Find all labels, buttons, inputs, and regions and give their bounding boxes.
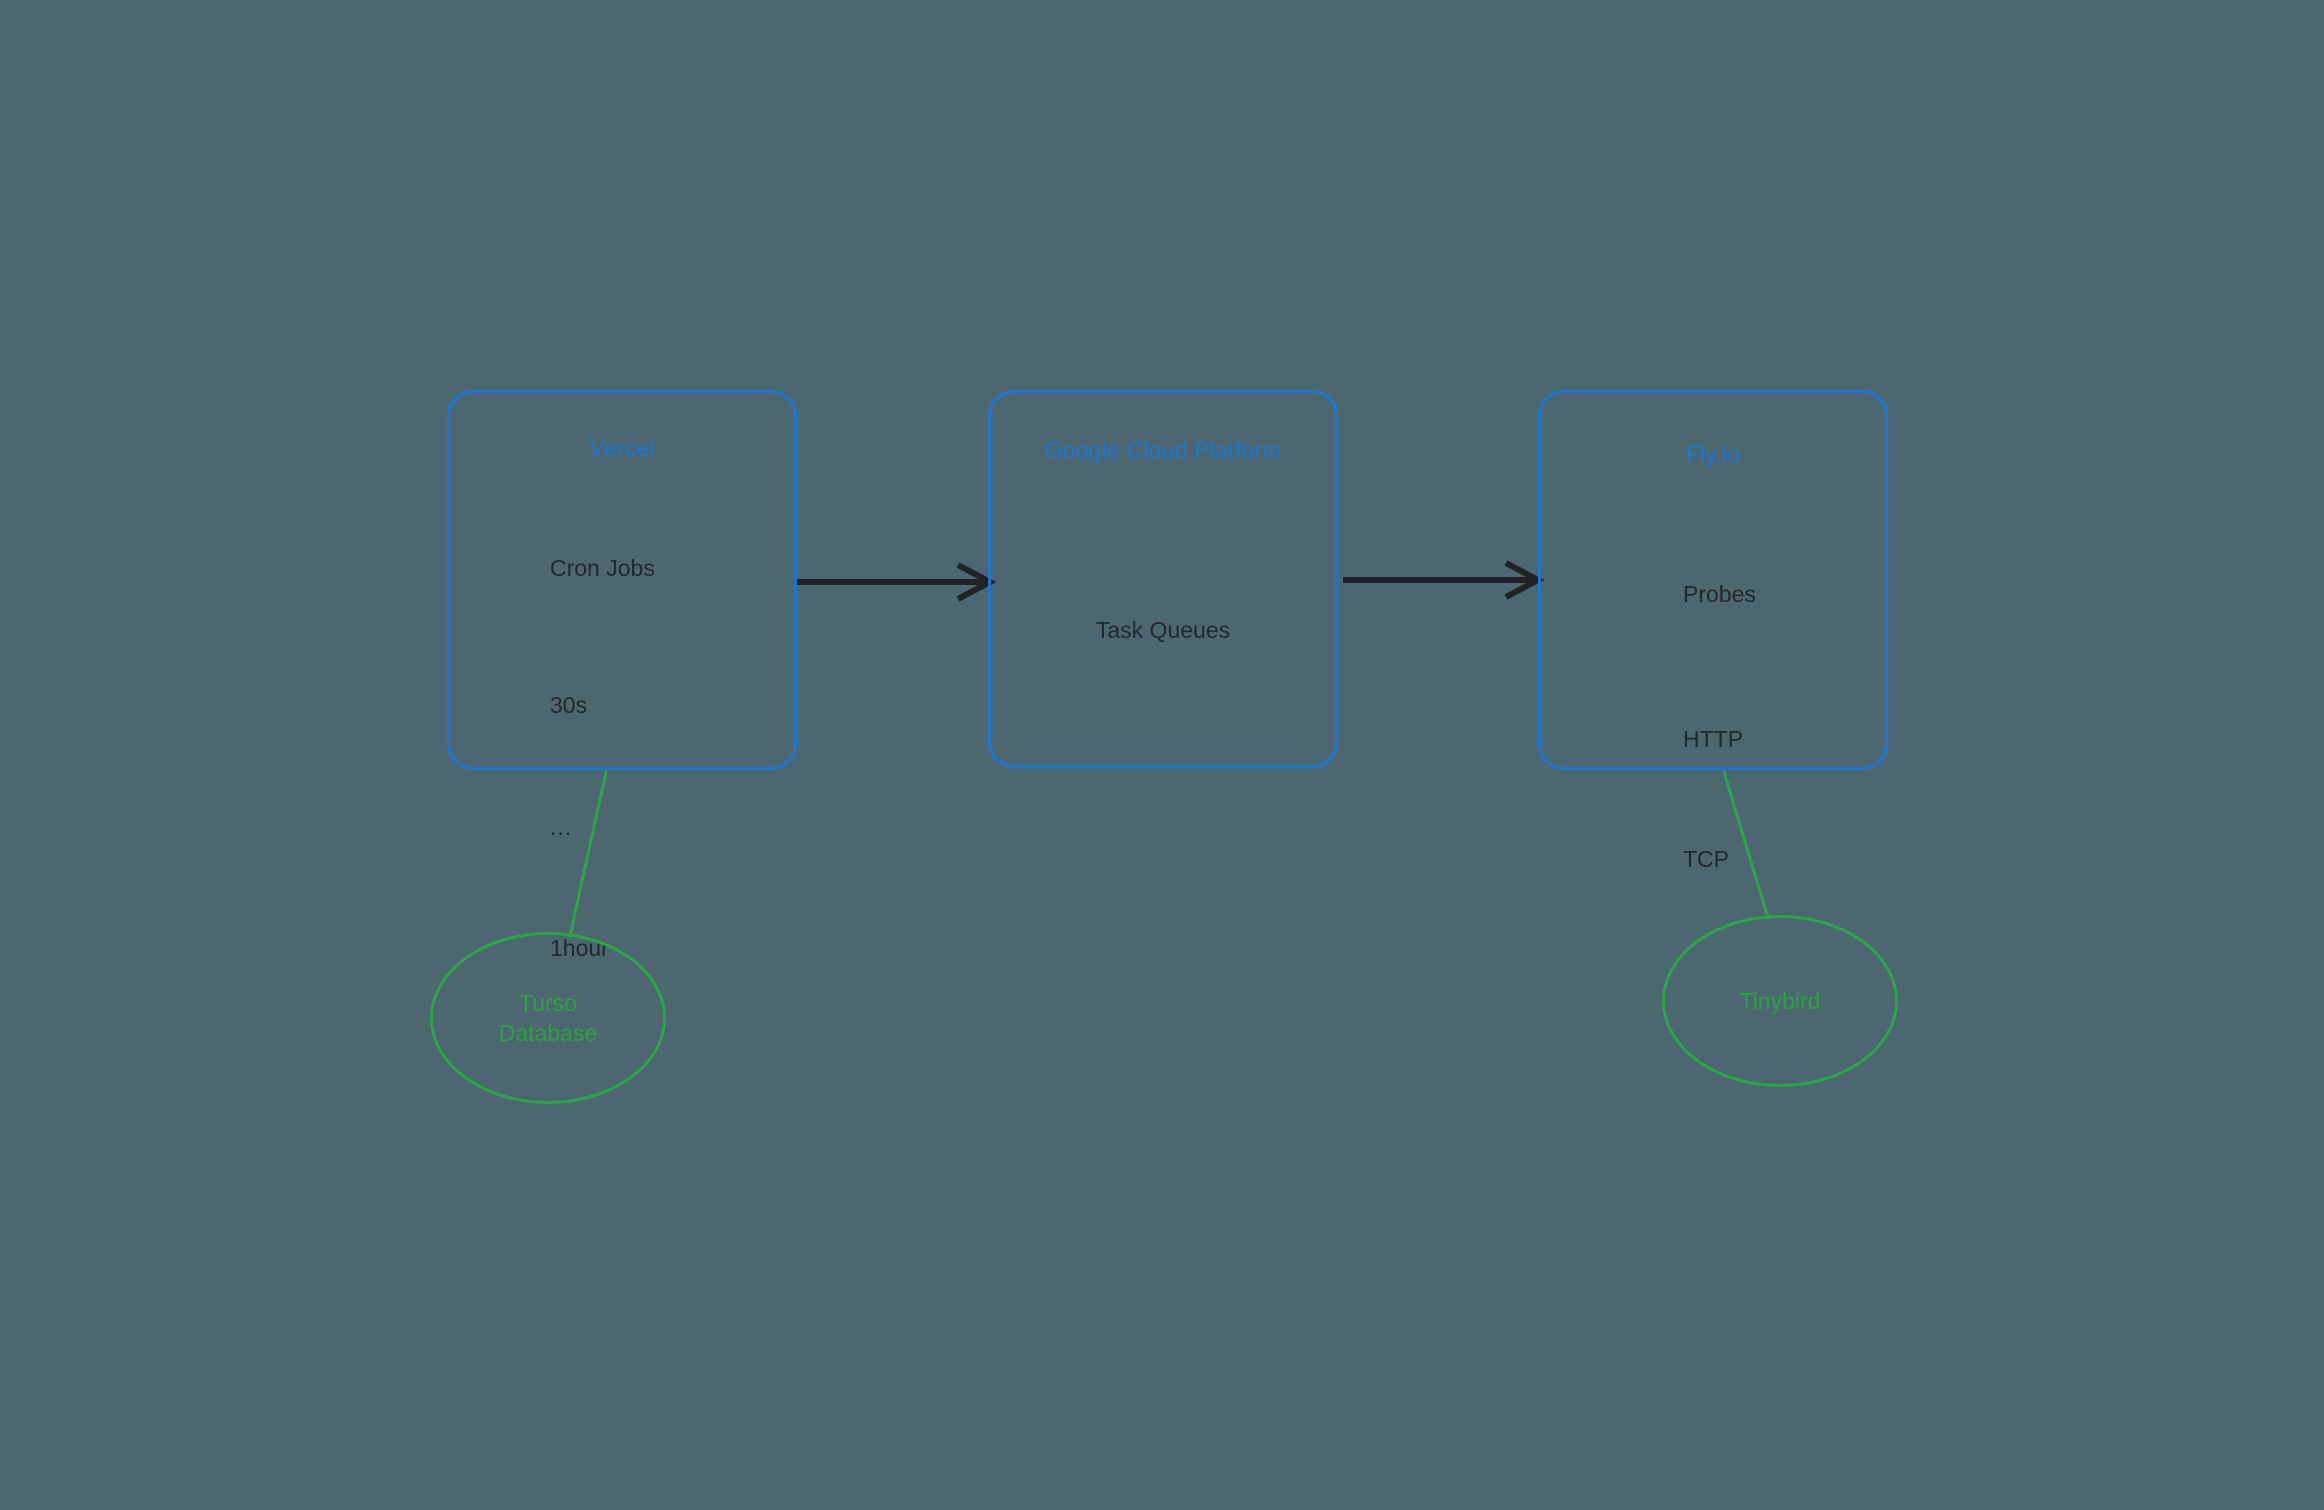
service-body-flyio: Probes HTTP TCP: [1683, 537, 1756, 917]
spacer: [550, 626, 655, 648]
flyio-line-http: HTTP: [1683, 726, 1744, 752]
datastore-tinybird[interactable]: Tinybird: [1662, 915, 1898, 1087]
vercel-line-cron-jobs: Cron Jobs: [550, 555, 655, 581]
service-box-flyio[interactable]: Fly.io Probes HTTP TCP: [1538, 390, 1888, 871]
arrow-gcp-to-flyio: [1343, 560, 1545, 600]
service-title-flyio: Fly.io: [1685, 441, 1741, 467]
service-box-vercel[interactable]: Vercel Cron Jobs 30s ... 1hour: [447, 390, 797, 960]
spacer: [550, 881, 655, 891]
spacer: [550, 763, 655, 773]
service-box-gcp[interactable]: Google Cloud Platform Task Queues: [988, 390, 1338, 768]
service-title-gcp: Google Cloud Platform: [1044, 437, 1282, 463]
vercel-line-30s: 30s: [550, 692, 588, 718]
vercel-line-ellipsis: ...: [550, 814, 573, 840]
spacer: [1683, 652, 1756, 682]
flyio-line-tcp: TCP: [1683, 846, 1729, 872]
spacer: [1683, 797, 1756, 802]
flyio-line-probes: Probes: [1683, 581, 1756, 607]
service-title-vercel: Vercel: [589, 435, 655, 461]
arrow-vercel-to-gcp: [795, 562, 997, 602]
datastore-turso[interactable]: Turso Database: [430, 932, 666, 1104]
datastore-label-tinybird: Tinybird: [1739, 987, 1821, 1014]
service-body-gcp: Task Queues: [991, 573, 1335, 688]
gcp-line-task-queues: Task Queues: [1095, 617, 1231, 643]
service-body-vercel: Cron Jobs 30s ... 1hour: [550, 511, 655, 1006]
datastore-label-turso: Turso Database: [498, 989, 598, 1046]
